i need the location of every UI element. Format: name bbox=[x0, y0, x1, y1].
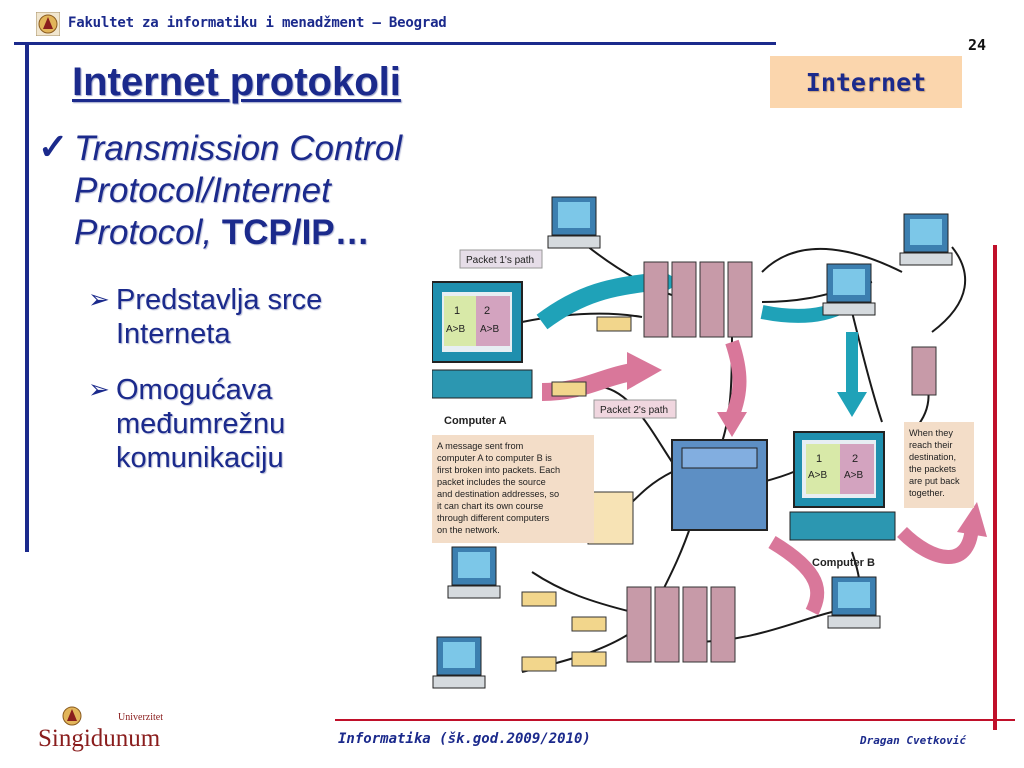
slide-title: Internet protokoli bbox=[72, 60, 401, 104]
reassembly-line: When they bbox=[909, 428, 953, 438]
message-line: first broken into packets. Each bbox=[437, 465, 560, 475]
printer-icon bbox=[587, 491, 634, 545]
packet-2-label-box bbox=[593, 399, 677, 419]
computer-a-packet-2-num: 2 bbox=[484, 305, 490, 317]
sub-bullet-1: Predstavlja srce Interneta bbox=[116, 284, 323, 350]
arrow-bullet-icon: ➢ bbox=[88, 284, 110, 314]
workstation-icons bbox=[432, 196, 953, 689]
message-note: A message sent from computer A to comput… bbox=[437, 441, 560, 535]
course-name: Informatika (šk.god.2009/2010) bbox=[338, 731, 591, 747]
computer-a-icon bbox=[432, 281, 533, 399]
server-rack-bottom bbox=[626, 586, 736, 663]
computer-b-icon bbox=[789, 431, 896, 541]
computer-b-label: Computer B bbox=[812, 557, 875, 569]
reassembly-note: When they reach their destination, the p… bbox=[909, 428, 960, 498]
university-logo: Univerzitet Singidunum bbox=[38, 706, 163, 752]
computer-a-packet-2-addr: A>B bbox=[480, 324, 500, 335]
checkmark-icon: ✓ bbox=[38, 126, 69, 167]
computer-b-packet-1-num: 1 bbox=[816, 453, 822, 465]
main-bullet-separator: , bbox=[202, 213, 222, 252]
section-tag-label: Internet bbox=[805, 67, 927, 97]
main-bullet-bold: TCP/IP… bbox=[221, 213, 370, 252]
reassembly-line: destination, bbox=[909, 452, 956, 462]
faculty-name: Fakultet za informatiku i menadžment – B… bbox=[68, 15, 447, 31]
computer-a-packet-1-addr: A>B bbox=[446, 324, 466, 335]
header-divider bbox=[14, 42, 776, 45]
message-line: on the network. bbox=[437, 525, 500, 535]
faculty-logo-icon bbox=[36, 12, 60, 36]
message-line: and destination addresses, so bbox=[437, 489, 559, 499]
computer-b-packet-1-addr: A>B bbox=[808, 470, 828, 481]
footer-divider bbox=[335, 719, 1015, 721]
section-tag: Internet bbox=[770, 56, 962, 108]
message-note-box bbox=[432, 435, 594, 543]
computer-b-packet-2-num: 2 bbox=[852, 453, 858, 465]
computer-a-packet-1-num: 1 bbox=[454, 305, 460, 317]
tcpip-network-diagram: 1 2 A>B A>B Computer A 1 2 A>B A>B Compu… bbox=[432, 192, 988, 702]
router-icon bbox=[671, 439, 768, 531]
reassembly-note-box bbox=[904, 422, 974, 508]
author-name: Dragan Cvetković bbox=[860, 734, 966, 747]
message-line: A message sent from bbox=[437, 441, 524, 451]
tower-server-icon bbox=[911, 346, 937, 396]
reassembly-line: reach their bbox=[909, 440, 952, 450]
page-number: 24 bbox=[968, 36, 987, 54]
packet-1-label: Packet 1's path bbox=[466, 255, 534, 266]
reassembly-line: together. bbox=[909, 488, 945, 498]
reassembly-line: are put back bbox=[909, 476, 960, 486]
computer-b-packet-2-addr: A>B bbox=[844, 470, 864, 481]
message-line: computer A to computer B is bbox=[437, 453, 552, 463]
packet-1-label-box bbox=[459, 249, 543, 269]
university-name: Singidunum bbox=[38, 725, 161, 752]
main-bullet-italic: Transmission Control Protocol/Internet P… bbox=[74, 129, 403, 252]
arrow-bullet-icon: ➢ bbox=[88, 374, 110, 404]
computer-a-label: Computer A bbox=[444, 415, 507, 427]
reassembly-line: the packets bbox=[909, 464, 956, 474]
message-line: packet includes the source bbox=[437, 477, 546, 487]
message-line: it can chart its own course bbox=[437, 501, 543, 511]
university-small-label: Univerzitet bbox=[118, 712, 163, 723]
sub-bullet-2: Omogućava međumrežnu komunikaciju bbox=[116, 374, 286, 474]
main-bullet: Transmission Control Protocol/Internet P… bbox=[74, 128, 474, 254]
right-accent-line bbox=[993, 245, 997, 730]
server-rack-top bbox=[643, 261, 753, 338]
packet-2-label: Packet 2's path bbox=[600, 405, 668, 416]
modem-icons bbox=[521, 316, 632, 672]
left-accent-line bbox=[25, 42, 29, 552]
message-line: through different computers bbox=[437, 513, 550, 523]
